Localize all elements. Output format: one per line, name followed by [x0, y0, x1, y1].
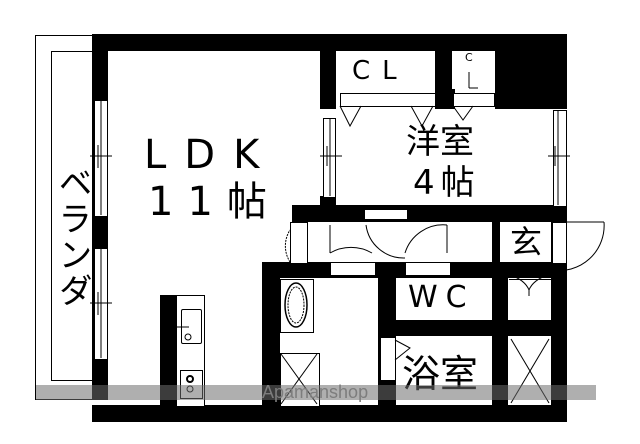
closet-small [452, 51, 492, 89]
wc-room [396, 279, 492, 319]
wall-hall-left [262, 262, 280, 422]
wall-wc-right [492, 262, 508, 422]
window-west-right[interactable] [553, 110, 567, 207]
entrance-label: 玄 [510, 223, 543, 261]
closet-large [337, 51, 434, 89]
west-bottom-opening [364, 209, 408, 220]
wall-wc-bottom [378, 320, 567, 336]
ldk-size-text: 11帖 [148, 179, 281, 225]
entrance-room [509, 222, 551, 262]
wall-entrance-left [492, 210, 500, 262]
closet-small-door[interactable] [453, 93, 495, 107]
ldk-name-label: LDK [144, 132, 278, 178]
toilet-label: WC [408, 280, 475, 315]
hall-door-frame-1 [290, 222, 308, 264]
wall-closet-divider [435, 34, 455, 109]
closet-large-door[interactable] [340, 93, 436, 107]
wall-ne-block [495, 34, 567, 109]
shoe-box [509, 279, 551, 320]
hall-door-frame-2 [330, 262, 376, 276]
western-room-name-label: 洋室 [406, 122, 474, 162]
ldk-size-label: 11帖 [148, 182, 281, 222]
watermark-text: Apamanshop [262, 382, 369, 402]
wall-ldk-west [320, 34, 336, 109]
entrance-door-jamb [552, 222, 567, 264]
closet-large-label: CL [352, 56, 409, 86]
wall-bottom [92, 405, 567, 422]
veranda-label: ベランダ [52, 165, 92, 309]
veranda-inner [51, 51, 95, 381]
closet-small-label: C [465, 51, 473, 64]
hall-door-frame-3 [405, 262, 451, 276]
wall-top [92, 34, 247, 51]
watermark-band [36, 385, 596, 400]
western-room-size-label: 4帖 [413, 163, 481, 203]
kitchen-wall [160, 295, 176, 405]
